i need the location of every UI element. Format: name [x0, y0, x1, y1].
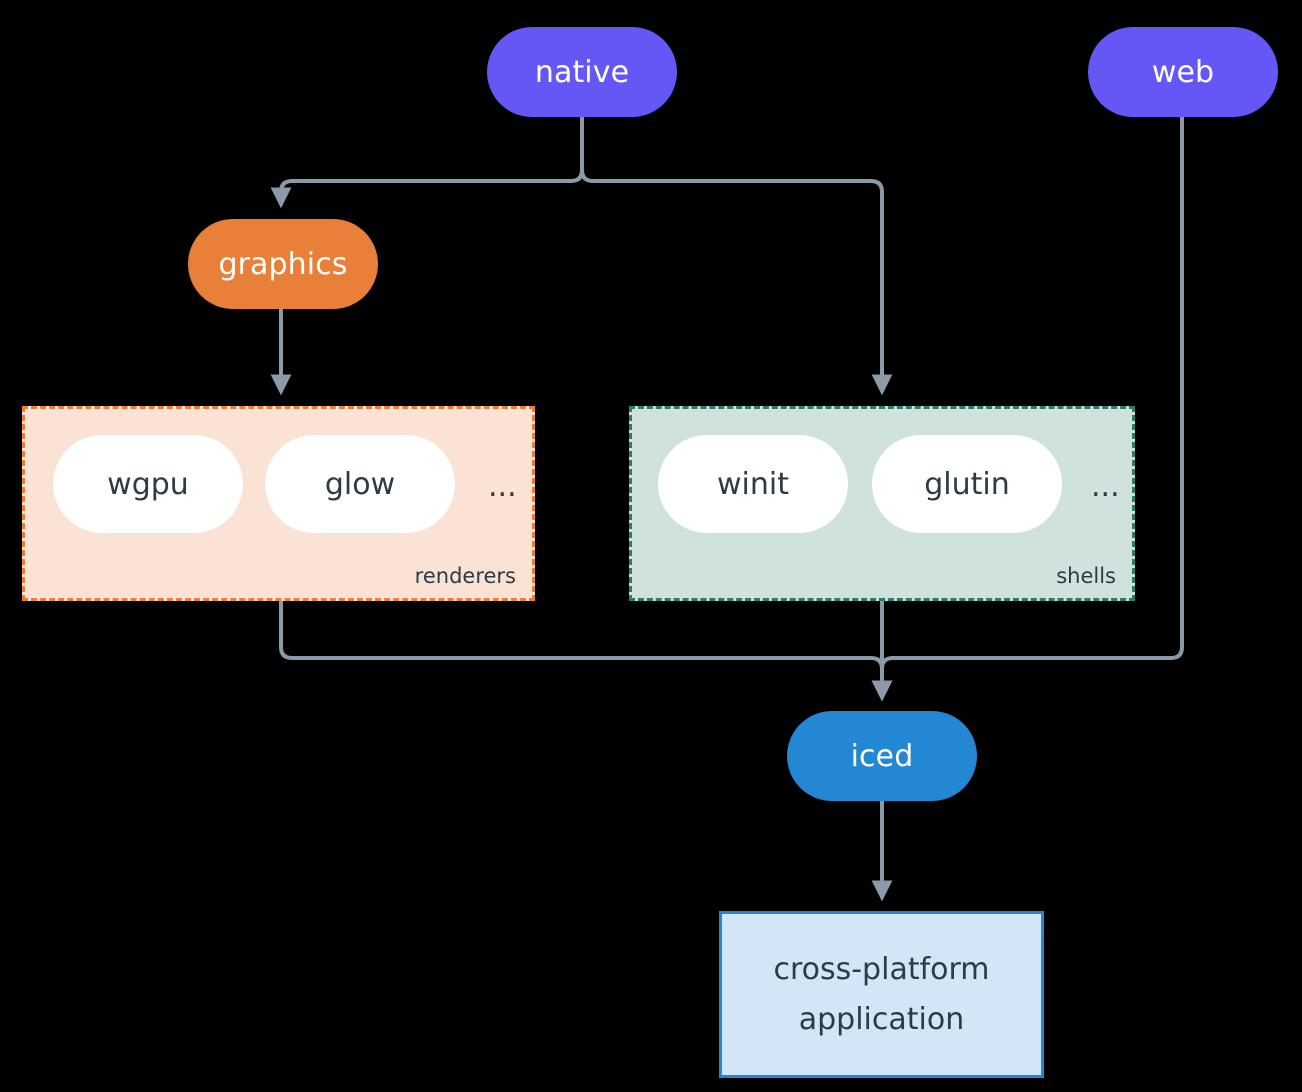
node-wgpu[interactable]: wgpu [53, 435, 243, 533]
group-shells-label: shells [1056, 564, 1116, 588]
node-web-label: web [1151, 54, 1215, 90]
shells-ellipsis: ... [1091, 469, 1120, 504]
group-shells[interactable]: winit glutin ... shells [629, 406, 1135, 601]
node-glow[interactable]: glow [265, 435, 455, 533]
node-native-label: native [534, 54, 630, 90]
edge-native-graphics [270, 117, 584, 209]
edge-native-shells [580, 117, 893, 396]
node-iced[interactable]: iced [787, 711, 977, 801]
node-glutin-label: glutin [924, 466, 1010, 502]
node-glow-label: glow [324, 466, 396, 502]
node-iced-label: iced [850, 738, 914, 774]
node-native[interactable]: native [487, 27, 677, 117]
node-application-line1: cross-platform [773, 952, 990, 987]
node-web[interactable]: web [1088, 27, 1278, 117]
node-application[interactable]: cross-platform application [719, 911, 1044, 1078]
node-graphics-label: graphics [218, 246, 348, 282]
node-glutin[interactable]: glutin [872, 435, 1062, 533]
node-winit[interactable]: winit [658, 435, 848, 533]
node-application-line2: application [798, 1001, 965, 1037]
edge-renderers-iced [279, 601, 893, 702]
node-graphics[interactable]: graphics [188, 219, 378, 309]
group-renderers-label: renderers [414, 564, 516, 588]
renderers-ellipsis: ... [488, 469, 517, 504]
node-wgpu-label: wgpu [107, 466, 189, 502]
group-renderers[interactable]: wgpu glow ... renderers [22, 406, 535, 601]
node-winit-label: winit [717, 466, 789, 502]
